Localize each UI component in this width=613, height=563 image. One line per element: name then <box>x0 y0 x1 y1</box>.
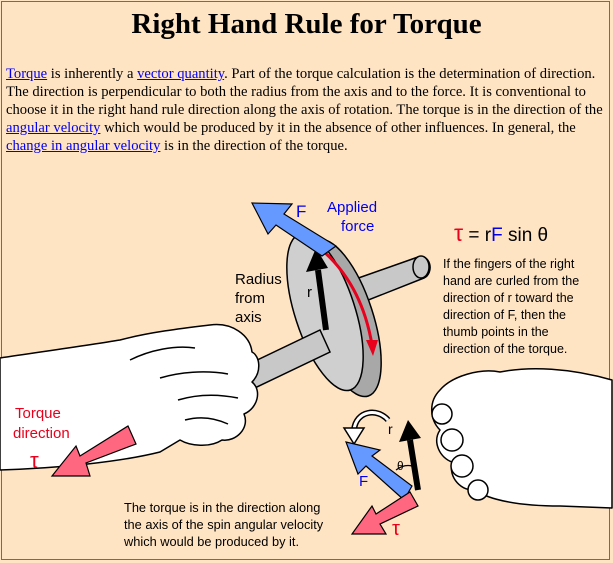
radius-arrow <box>306 248 329 331</box>
svg-text:direction of the torque.: direction of the torque. <box>443 342 567 356</box>
theta-arc <box>395 464 413 471</box>
link-vector-quantity[interactable]: vector quantity <box>137 66 225 82</box>
svg-text:thumb points in the: thumb points in the <box>443 325 549 339</box>
small-r-label: r <box>388 421 393 437</box>
svg-text:The torque is in the direction: The torque is in the direction along <box>124 500 320 515</box>
svg-text:which would be produced by it.: which would be produced by it. <box>123 534 299 549</box>
intro-paragraph: Torque is inherently a vector quantity. … <box>6 66 603 154</box>
small-torque-arrow <box>350 491 419 535</box>
applied-force-label-1: Applied <box>327 199 377 216</box>
link-change-in-angular-velocity[interactable]: change in angular velocity <box>6 138 161 154</box>
radius-label-1: Radius <box>235 271 282 288</box>
small-f-label: F <box>359 473 368 490</box>
small-force-arrow <box>345 441 413 501</box>
small-tau-label: τ <box>392 518 400 540</box>
small-r-arrow <box>399 420 421 491</box>
applied-force-arrow <box>251 202 338 257</box>
wheel-disk <box>286 232 382 398</box>
svg-text:If the fingers of the right: If the fingers of the right <box>443 257 575 271</box>
caption-text: The torque is in the direction along the… <box>123 500 324 549</box>
tau-label: τ <box>30 448 39 473</box>
link-torque[interactable]: Torque <box>6 66 48 82</box>
svg-text:hand are curled from the: hand are curled from the <box>443 274 579 288</box>
torque-direction-label-2: direction <box>13 425 70 442</box>
torque-formula: τ = rF sin θ <box>454 220 548 246</box>
explanation-text: If the fingers of the right hand are cur… <box>443 257 579 356</box>
r-label: r <box>307 284 312 301</box>
theta-label: θ <box>397 459 404 473</box>
svg-text:the axis of the spin angular v: the axis of the spin angular velocity <box>124 517 324 532</box>
torque-direction-label-1: Torque <box>15 405 61 422</box>
link-angular-velocity[interactable]: angular velocity <box>6 120 101 136</box>
applied-force-label-2: force <box>341 218 374 235</box>
small-curl-arrow <box>342 409 391 446</box>
f-label: F <box>296 202 306 221</box>
rotation-arc-head <box>366 340 378 356</box>
radius-label-2: from <box>235 290 265 307</box>
hand-right <box>431 367 613 509</box>
svg-text:direction of F, then the: direction of F, then the <box>443 308 566 322</box>
page-title: Right Hand Rule for Torque <box>131 8 482 40</box>
torque-direction-arrow <box>50 425 137 477</box>
radius-label-3: axis <box>235 309 262 326</box>
hand-left <box>0 323 260 471</box>
svg-text:direction of r toward the: direction of r toward the <box>443 291 574 305</box>
rotation-arc <box>321 248 374 346</box>
